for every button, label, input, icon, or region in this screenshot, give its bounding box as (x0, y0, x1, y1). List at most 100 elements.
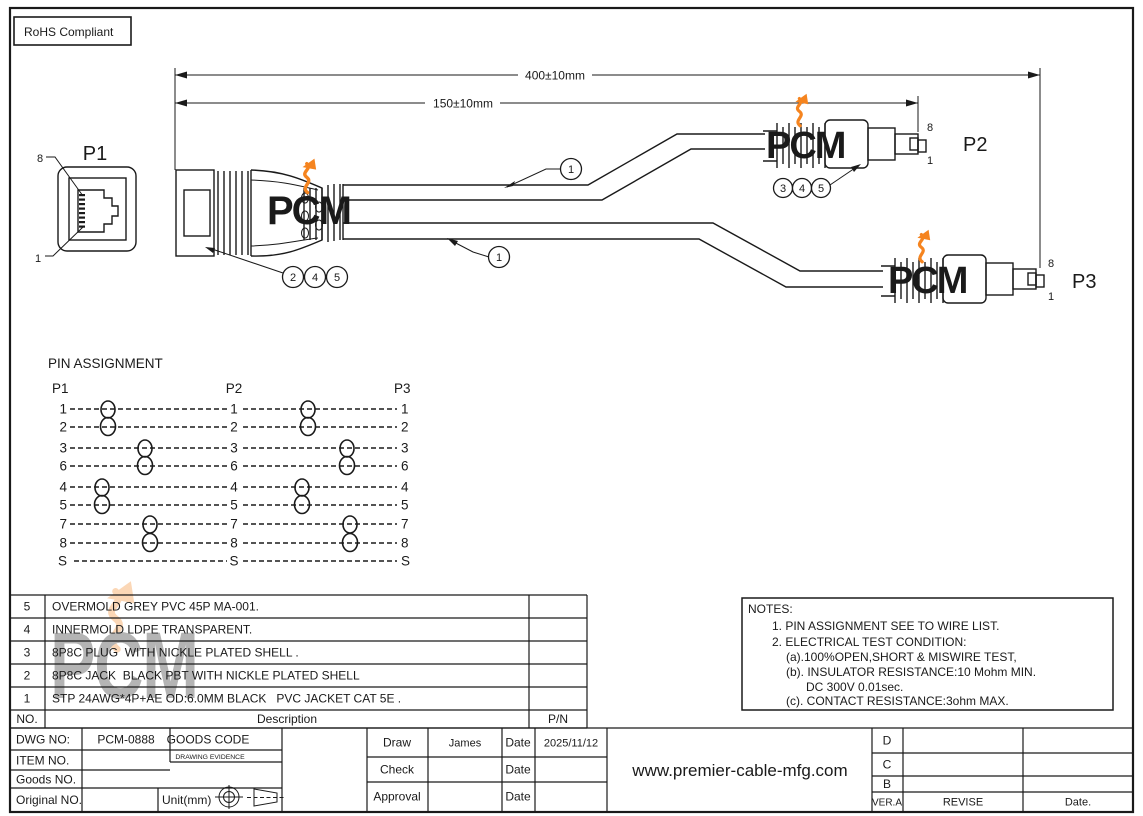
draw-name: James (449, 738, 482, 750)
svg-text:8: 8 (401, 536, 409, 551)
svg-text:5: 5 (59, 498, 67, 513)
svg-text:2: 2 (401, 420, 409, 435)
projection-symbols (215, 785, 284, 809)
bom-header-pn: P/N (548, 712, 568, 726)
upper-cable (343, 133, 765, 201)
svg-text:3: 3 (59, 441, 67, 456)
bom-header-no: NO. (16, 712, 37, 726)
cable-assembly (175, 133, 883, 288)
bom-table: 5 OVERMOLD GREY PVC 45P MA-001. 4 INNERM… (10, 594, 588, 729)
svg-text:S: S (58, 554, 67, 569)
notes-line: (c). CONTACT RESISTANCE:3ohm MAX. (786, 694, 1009, 708)
svg-text:6: 6 (401, 459, 409, 474)
svg-text:7: 7 (230, 517, 238, 532)
pcm-watermark-text: PCM (50, 612, 198, 719)
notes-line: (b). INSULATOR RESISTANCE:10 Mohm MIN. (786, 665, 1036, 679)
callout-left-2: 2 (290, 272, 296, 284)
check-date-label: Date (505, 763, 531, 777)
revise-label: REVISE (943, 797, 983, 809)
svg-text:8: 8 (230, 536, 238, 551)
notes-line: 2. ELECTRICAL TEST CONDITION: (772, 635, 966, 649)
p2-pin1-label: 1 (927, 155, 933, 167)
dwg-no-value: PCM-0888 (97, 733, 155, 747)
rev-row-d: D (883, 734, 892, 748)
callout-lower-cable: 1 (447, 238, 511, 269)
pin-col-p2: P2 (226, 381, 243, 396)
pcm-logo-p3: PCM (888, 228, 969, 302)
dimension-branch-150: 150±10mm (175, 96, 919, 132)
drawing-evidence-label: DRAWING EVIDENCE (175, 754, 245, 761)
goods-no-label: Goods NO. (16, 773, 76, 787)
callout-right-3: 3 (780, 183, 786, 195)
dimension-overall-label: 400±10mm (525, 69, 585, 83)
sheet-border (8, 6, 1135, 814)
dimension-branch-label: 150±10mm (433, 97, 493, 111)
twist-symbols (93, 400, 359, 553)
svg-text:5: 5 (230, 498, 238, 513)
connector-p3-label: P3 (1072, 271, 1096, 293)
pcm-watermark: PCM (50, 581, 199, 719)
callout-right-4: 4 (799, 183, 805, 195)
svg-text:4: 4 (59, 480, 67, 495)
svg-text:2: 2 (230, 420, 238, 435)
bom-row-no: 5 (24, 600, 31, 614)
original-no-label: Original NO. (16, 793, 82, 807)
pcm-logo-p2: PCM (766, 92, 847, 167)
pin-assignment: PIN ASSIGNMENT P1 P2 P3 1 (48, 356, 411, 569)
ver-label: VER.A (872, 798, 902, 809)
p1-pin8-label: 8 (37, 153, 43, 165)
bom-row-no: 1 (24, 692, 31, 706)
dwg-no-label: DWG NO: (16, 733, 70, 747)
bom-row-description: INNERMOLD LDPE TRANSPARENT. (52, 623, 252, 637)
draw-label: Draw (383, 736, 411, 750)
svg-text:4: 4 (401, 480, 409, 495)
bom-row-description: 8P8C PLUG WITH NICKLE PLATED SHELL . (52, 646, 299, 660)
svg-text:3: 3 (230, 441, 238, 456)
check-label: Check (380, 763, 415, 777)
bom-row-description: 8P8C JACK BLACK PBT WITH NICKLE PLATED S… (52, 669, 360, 683)
callout-group-left: 2 4 5 (205, 247, 349, 289)
draw-date-label: Date (505, 736, 531, 750)
svg-text:7: 7 (401, 517, 409, 532)
pin-col-p1: P1 (52, 381, 69, 396)
rev-date-label: Date. (1065, 797, 1091, 809)
notes-line: 1. PIN ASSIGNMENT SEE TO WIRE LIST. (772, 619, 999, 633)
svg-text:1: 1 (401, 402, 409, 417)
notes-line: NOTES: (748, 602, 793, 616)
notes-box: NOTES: 1. PIN ASSIGNMENT SEE TO WIRE LIS… (741, 597, 1114, 711)
bom-header-description: Description (257, 712, 317, 726)
rev-row-b: B (883, 777, 891, 791)
callout-group-right: 3 4 5 (772, 164, 861, 199)
callout-upper-cable-number: 1 (568, 164, 574, 176)
connector-p2-label: P2 (963, 134, 987, 156)
approval-date-label: Date (505, 790, 531, 804)
svg-text:5: 5 (401, 498, 409, 513)
approval-label: Approval (373, 790, 420, 804)
notes-line: DC 300V 0.01sec. (806, 680, 903, 694)
rohs-badge: RoHS Compliant (13, 16, 132, 46)
goods-code-label: GOODS CODE (167, 733, 250, 747)
callout-lower-cable-number: 1 (496, 252, 502, 264)
p1-pin1-label: 1 (35, 253, 41, 265)
svg-text:6: 6 (59, 459, 67, 474)
website-text: www.premier-cable-mfg.com (631, 761, 847, 780)
p2-pin8-label: 8 (927, 122, 933, 134)
svg-text:3: 3 (401, 441, 409, 456)
plug-p2: 8 1 P2 (762, 119, 987, 169)
callout-left-5: 5 (334, 272, 340, 284)
rohs-label: RoHS Compliant (24, 25, 114, 39)
unit-label: Unit(mm) (162, 793, 211, 807)
notes-line: (a).100%OPEN,SHORT & MISWIRE TEST, (786, 650, 1017, 664)
item-no-label: ITEM NO. (16, 754, 69, 768)
connector-p1-label: P1 (83, 143, 107, 165)
callout-right-5: 5 (818, 183, 824, 195)
lower-cable (343, 222, 883, 288)
bom-row-no: 4 (24, 623, 31, 637)
p3-pin8-label: 8 (1048, 258, 1054, 270)
connector-p1-front-view: P1 8 1 (35, 143, 137, 265)
svg-text:4: 4 (230, 480, 238, 495)
rev-row-c: C (883, 758, 892, 772)
pin-assignment-title: PIN ASSIGNMENT (48, 356, 163, 371)
